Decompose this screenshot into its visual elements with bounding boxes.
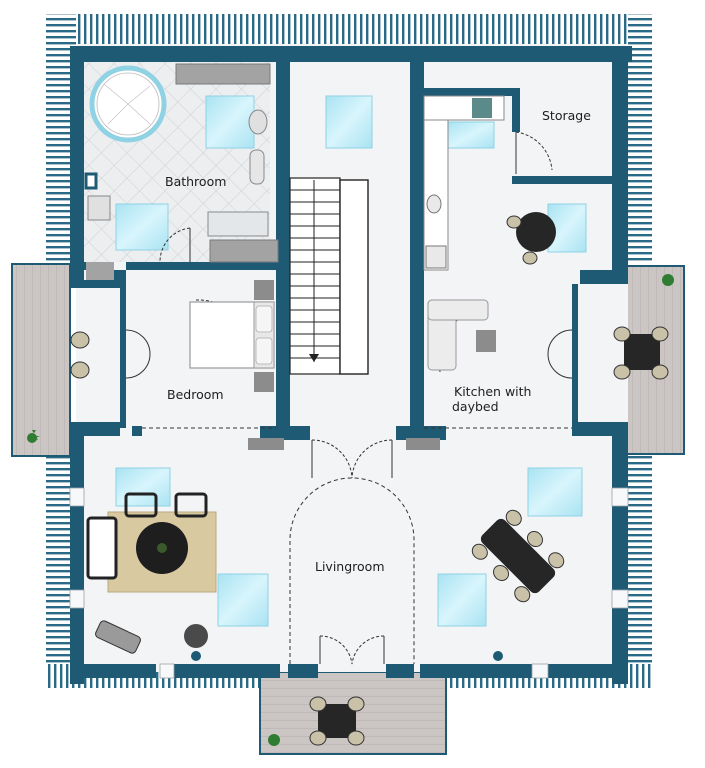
plants: [27, 274, 674, 746]
skylights: [115, 95, 587, 627]
storage-label: Storage: [542, 108, 591, 123]
terrace-west: [11, 263, 71, 457]
livingroom-label: Livingroom: [315, 559, 385, 574]
plant-icon: [268, 734, 280, 746]
kitchen-label: Kitchen with: [454, 384, 531, 399]
room-labels: Bathroom Storage Bedroom Kitchen with da…: [165, 108, 591, 574]
kitchen-furniture: [406, 95, 556, 450]
plant-icon: [662, 274, 674, 286]
terrace-furniture: [70, 326, 669, 746]
walls: [70, 46, 632, 684]
windows: [69, 487, 629, 679]
bathroom-label: Bathroom: [165, 174, 226, 189]
kitchen-label-line2: daybed: [452, 399, 499, 414]
bedroom-furniture: [189, 280, 284, 450]
bathroom-fixtures: [84, 63, 279, 280]
staircase: [289, 177, 369, 375]
livingroom-furniture: [86, 492, 565, 661]
bedroom-label: Bedroom: [167, 387, 224, 402]
